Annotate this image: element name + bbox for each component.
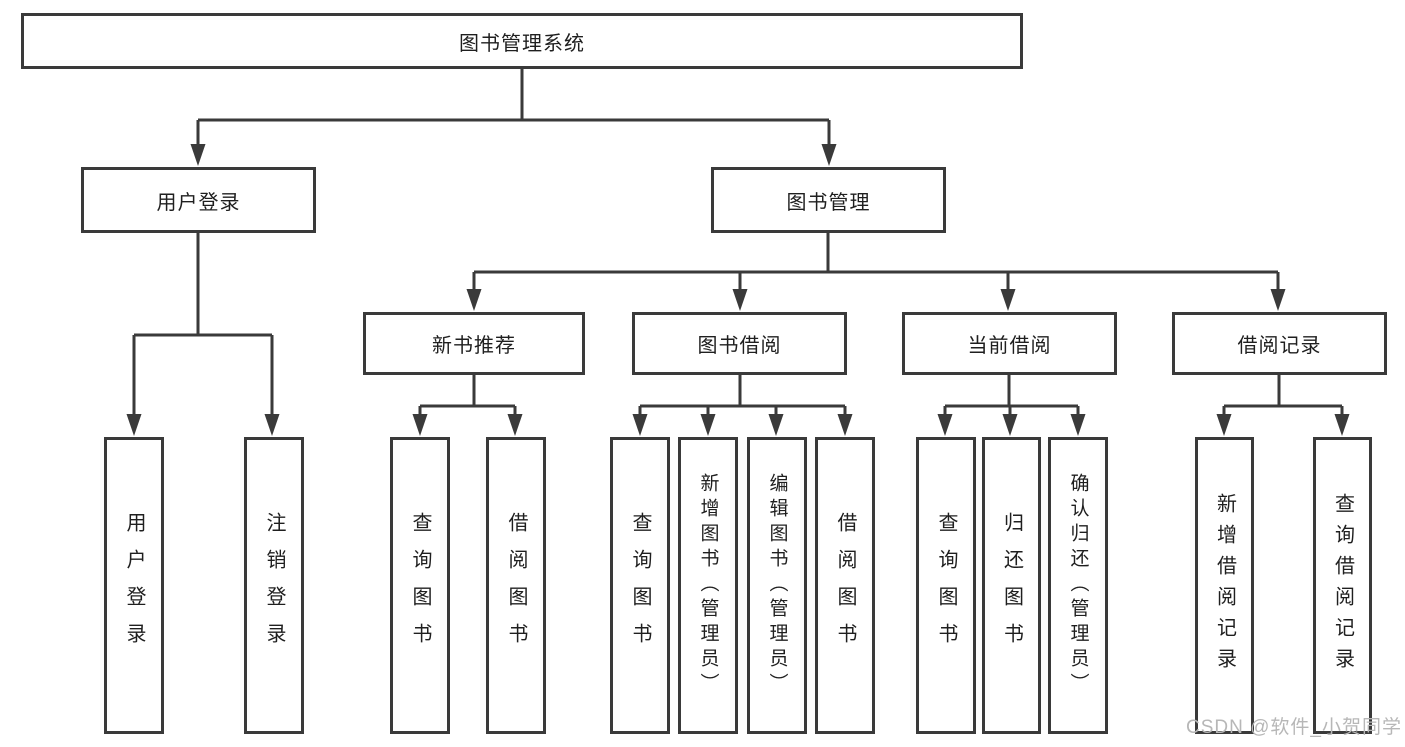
node-leaf-edit-book-admin: 编辑图书（管理员）	[747, 437, 807, 734]
node-leaf-borrow-books: 借阅图书	[815, 437, 875, 734]
node-new-book-recommend: 新书推荐	[363, 312, 585, 375]
arrow-down-icon	[507, 414, 523, 436]
arrow-down-icon	[937, 414, 953, 436]
node-leaf-confirm-return-admin: 确认归还（管理员）	[1048, 437, 1108, 734]
node-leaf-add-book-admin: 新增图书（管理员）	[678, 437, 738, 734]
node-label: 编辑图书（管理员）	[766, 473, 788, 698]
arrow-down-icon	[466, 289, 482, 311]
connector-user-login	[132, 233, 274, 418]
node-label: 确认归还（管理员）	[1067, 473, 1089, 698]
connector-book-borrow	[638, 375, 847, 418]
node-label: 图书借阅	[697, 335, 782, 357]
node-leaf-query-books-recommend: 查询图书	[390, 437, 450, 734]
node-label: 借阅记录	[1237, 335, 1322, 357]
arrow-down-icon	[1000, 289, 1016, 311]
arrow-down-icon	[1270, 289, 1286, 311]
arrow-down-icon	[768, 414, 784, 436]
node-label: 查询图书	[409, 511, 431, 660]
arrow-down-icon	[1216, 414, 1232, 436]
arrow-down-icon	[821, 144, 837, 166]
node-leaf-query-books-current: 查询图书	[916, 437, 976, 734]
node-leaf-borrow-books-recommend: 借阅图书	[486, 437, 546, 734]
node-label: 图书管理系统	[459, 32, 585, 55]
arrow-down-icon	[126, 414, 142, 436]
node-label: 查询借阅记录	[1331, 492, 1354, 679]
arrow-down-icon	[264, 414, 280, 436]
node-current-borrow: 当前借阅	[902, 312, 1117, 375]
arrow-down-icon	[1070, 414, 1086, 436]
arrow-down-icon	[190, 144, 206, 166]
node-label: 图书管理	[786, 191, 871, 214]
node-user-login: 用户登录	[81, 167, 316, 233]
node-label: 查询图书	[935, 511, 957, 660]
connector-book-management	[472, 233, 1280, 294]
node-leaf-add-borrow-record: 新增借阅记录	[1195, 437, 1254, 734]
node-leaf-return-books: 归还图书	[982, 437, 1041, 734]
node-label: 新增图书（管理员）	[697, 473, 719, 698]
arrow-down-icon	[732, 289, 748, 311]
node-leaf-user-login: 用户登录	[104, 437, 164, 734]
node-label: 用户登录	[156, 191, 241, 214]
node-label: 借阅图书	[834, 511, 856, 660]
node-leaf-query-borrow-record: 查询借阅记录	[1313, 437, 1372, 734]
node-leaf-query-books-borrow: 查询图书	[610, 437, 670, 734]
arrow-down-icon	[700, 414, 716, 436]
node-book-borrow: 图书借阅	[632, 312, 847, 375]
node-label: 借阅图书	[505, 511, 527, 660]
node-label: 新书推荐	[432, 335, 516, 357]
arrow-down-icon	[837, 414, 853, 436]
connector-root	[196, 69, 831, 148]
node-label: 当前借阅	[967, 335, 1052, 357]
node-book-management: 图书管理	[711, 167, 946, 233]
arrow-down-icon	[632, 414, 648, 436]
arrow-down-icon	[1334, 414, 1350, 436]
node-library-system: 图书管理系统	[21, 13, 1023, 69]
node-label: 注销登录	[263, 511, 285, 660]
node-label: 用户登录	[123, 511, 145, 660]
csdn-watermark: CSDN @软件_小贺同学	[1186, 717, 1402, 738]
connector-current-borrow	[943, 375, 1080, 418]
node-label: 归还图书	[1000, 511, 1023, 660]
arrow-down-icon	[1002, 414, 1018, 436]
connector-borrow-records	[1222, 375, 1344, 418]
arrow-down-icon	[412, 414, 428, 436]
node-label: 查询图书	[629, 511, 651, 660]
connector-new-book-recommend	[418, 375, 517, 418]
node-label: 新增借阅记录	[1213, 492, 1236, 679]
node-borrow-records: 借阅记录	[1172, 312, 1387, 375]
node-leaf-logout: 注销登录	[244, 437, 304, 734]
